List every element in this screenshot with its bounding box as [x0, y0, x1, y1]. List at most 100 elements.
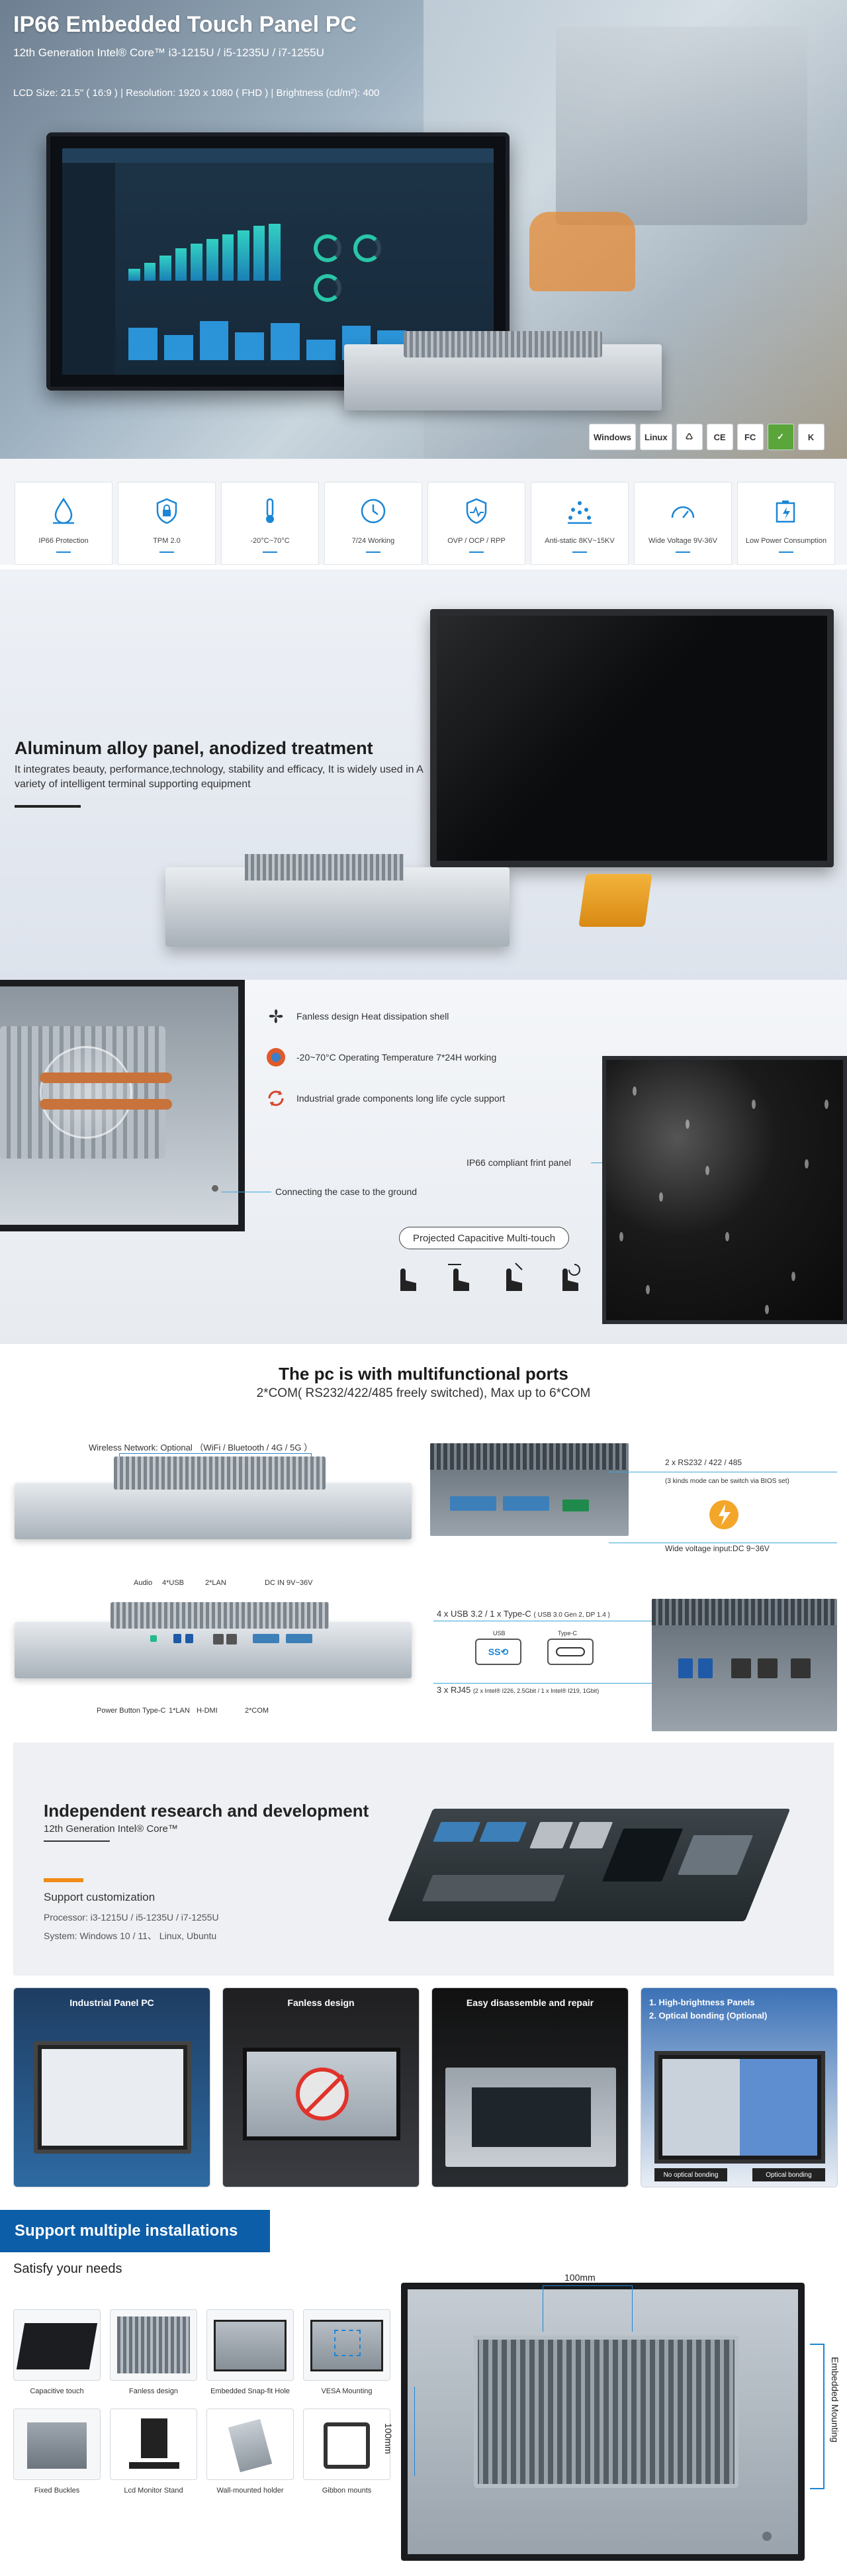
- label-audio: Audio: [134, 1579, 153, 1587]
- thermometer-icon: [265, 1046, 287, 1069]
- caption-monitor-stand: Lcd Monitor Stand: [124, 2487, 183, 2495]
- ports-section: The pc is with multifunctional ports 2*C…: [0, 1344, 847, 1741]
- back-panel-image: [401, 2283, 805, 2561]
- monitor-front-image: [430, 609, 834, 867]
- usb-label: 4 x USB 3.2 / 1 x Type-C ( USB 3.0 Gen 2…: [437, 1609, 610, 1619]
- label-hdmi: H-DMI: [197, 1707, 218, 1715]
- feature-icons-row: IP66 Protection TPM 2.0 -20°C~70°C 7/24 …: [0, 459, 847, 565]
- feature-antistatic: Anti-static 8KV~15KV: [531, 482, 629, 565]
- feature-label: Low Power Consumption: [745, 537, 827, 545]
- thumb-wall-mount: [206, 2409, 294, 2480]
- rnd-title: Independent research and development: [44, 1801, 369, 1821]
- robot-arm-background: [529, 212, 635, 291]
- caption-capacitive-touch: Capacitive touch: [30, 2387, 84, 2395]
- caption-gibbon-mount: Gibbon mounts: [322, 2487, 372, 2495]
- processor-text: Processor: i3-1215U / i5-1235U / i7-1255…: [44, 1912, 219, 1923]
- card-title: Fanless design: [287, 1997, 355, 2008]
- caption-fixed-buckles: Fixed Buckles: [34, 2487, 80, 2495]
- aluminum-section: Aluminum alloy panel, anodized treatment…: [0, 569, 847, 980]
- pc-top-view-image: [15, 1456, 412, 1539]
- card-easy-disassemble: Easy disassemble and repair: [431, 1987, 629, 2187]
- label-dc-in: DC IN 9V~36V: [265, 1579, 313, 1587]
- com-ports-closeup: [430, 1443, 629, 1536]
- embedded-box-image: [165, 854, 510, 947]
- pc-ports-view-image: [15, 1602, 412, 1678]
- card-fanless-design: Fanless design: [222, 1987, 420, 2187]
- wireless-label: Wireless Network: Optional （WiFi / Bluet…: [89, 1443, 313, 1453]
- back-panel-heatsink-image: [0, 980, 245, 1231]
- title-underline: [15, 805, 81, 808]
- feature-protection: OVP / OCP / RPP: [427, 482, 525, 565]
- feature-fanless: Fanless design Heat dissipation shell: [265, 1005, 449, 1027]
- gauge-icon: [668, 496, 698, 526]
- thumb-snap-fit: [206, 2309, 294, 2381]
- usb-ss-icon: SS⟲: [475, 1639, 521, 1665]
- rain-panel-image: [602, 1056, 847, 1324]
- feature-tpm: TPM 2.0: [118, 482, 216, 565]
- feature-operating-temp: -20~70°C Operating Temperature 7*24H wor…: [265, 1046, 496, 1069]
- feature-text: Industrial grade components long life cy…: [296, 1093, 506, 1104]
- caption-wall-mount: Wall-mounted holder: [216, 2487, 284, 2495]
- thumb-vesa: [303, 2309, 390, 2381]
- green-cert-icon: ✓: [767, 424, 794, 450]
- card-title: Easy disassemble and repair: [466, 1997, 594, 2008]
- ports-subtitle: 2*COM( RS232/422/485 freely switched), M…: [256, 1386, 591, 1400]
- label-1lan: 1*LAN: [169, 1707, 190, 1715]
- feature-low-power: Low Power Consumption: [737, 482, 835, 565]
- rs-ports-label: 2 x RS232 / 422 / 485: [665, 1458, 742, 1467]
- feature-label: -20°C~70°C: [250, 537, 290, 545]
- rj45-label: 3 x RJ45 (2 x Intel® I226, 2.5Gbit / 1 x…: [437, 1685, 600, 1695]
- aluminum-title: Aluminum alloy panel, anodized treatment: [15, 738, 373, 758]
- installations-subtitle: Satisfy your needs: [13, 2262, 122, 2276]
- hero-specs: LCD Size: 21.5" ( 16:9 ) | Resolution: 1…: [13, 87, 380, 99]
- rohs-icon: ♺: [676, 424, 703, 450]
- card-optical-bonding: 1. High-brightness Panels 2. Optical bon…: [641, 1987, 838, 2187]
- hero-embedded-pc-image: [344, 331, 662, 410]
- fan-icon: [265, 1005, 287, 1027]
- rotate-gesture-icon: [562, 1264, 580, 1291]
- thumb-fixed-buckles: [13, 2409, 101, 2480]
- front-panel-label: IP66 compliant frint panel: [467, 1157, 571, 1168]
- hero-subtitle: 12th Generation Intel® Core™ i3-1215U / …: [13, 46, 324, 59]
- system-text: System: Windows 10 / 11、 Linux, Ubuntu: [44, 1931, 217, 1941]
- refresh-icon: [265, 1087, 287, 1110]
- bonding-line-2: 2. Optical bonding (Optional): [649, 2010, 768, 2021]
- feature-label: IP66 Protection: [38, 537, 89, 545]
- caption-fanless: Fanless design: [129, 2387, 178, 2395]
- windows-logo-icon: Windows: [589, 424, 636, 450]
- pulse-shield-icon: [461, 496, 492, 526]
- tag-bonding: Optical bonding: [752, 2168, 825, 2181]
- fcc-mark-icon: FC: [736, 424, 764, 450]
- usb-icon-label: USB: [493, 1630, 506, 1637]
- type-c-icon-label: Type-C: [558, 1630, 578, 1637]
- folder-lock-icon: [578, 874, 652, 927]
- no-fan-icon: [296, 2068, 349, 2121]
- aluminum-description: It integrates beauty, performance,techno…: [15, 764, 423, 790]
- heat-dissipation-section: Fanless design Heat dissipation shell -2…: [0, 980, 847, 1344]
- card-title: Industrial Panel PC: [69, 1997, 154, 2008]
- caption-vesa: VESA Mounting: [321, 2387, 373, 2395]
- voltage-icon: [709, 1500, 738, 1529]
- rnd-subtitle: 12th Generation Intel® Core™: [44, 1823, 178, 1835]
- certification-badges: Windows Linux ♺ CE FC ✓ K: [589, 424, 825, 450]
- shield-lock-icon: [152, 496, 182, 526]
- motherboard-image: [387, 1809, 791, 1921]
- hero-title: IP66 Embedded Touch Panel PC: [13, 12, 357, 37]
- feature-industrial-components: Industrial grade components long life cy…: [265, 1087, 505, 1110]
- wide-voltage-label: Wide voltage input:DC 9~36V: [665, 1544, 770, 1553]
- label-usb: 4*USB: [162, 1579, 185, 1587]
- k-cert-icon: K: [797, 424, 825, 450]
- feature-label: TPM 2.0: [153, 537, 181, 545]
- rnd-section: Independent research and development 12t…: [13, 1742, 834, 1976]
- rs-note: (3 kinds mode can be switch via BIOS set…: [665, 1478, 789, 1485]
- feature-wide-voltage: Wide Voltage 9V-36V: [634, 482, 732, 565]
- hero-banner: IP66 Embedded Touch Panel PC 12th Genera…: [0, 0, 847, 459]
- thumb-fanless: [110, 2309, 197, 2381]
- support-label: Support customization: [44, 1891, 156, 1903]
- ports-title: The pc is with multifunctional ports: [279, 1364, 568, 1384]
- label-lan: 2*LAN: [205, 1579, 226, 1587]
- feature-724: 7/24 Working: [324, 482, 422, 565]
- dimension-horizontal: 100mm: [564, 2272, 596, 2283]
- embedded-mounting-label: Embedded Mounting: [830, 2357, 840, 2443]
- ce-mark-icon: CE: [706, 424, 733, 450]
